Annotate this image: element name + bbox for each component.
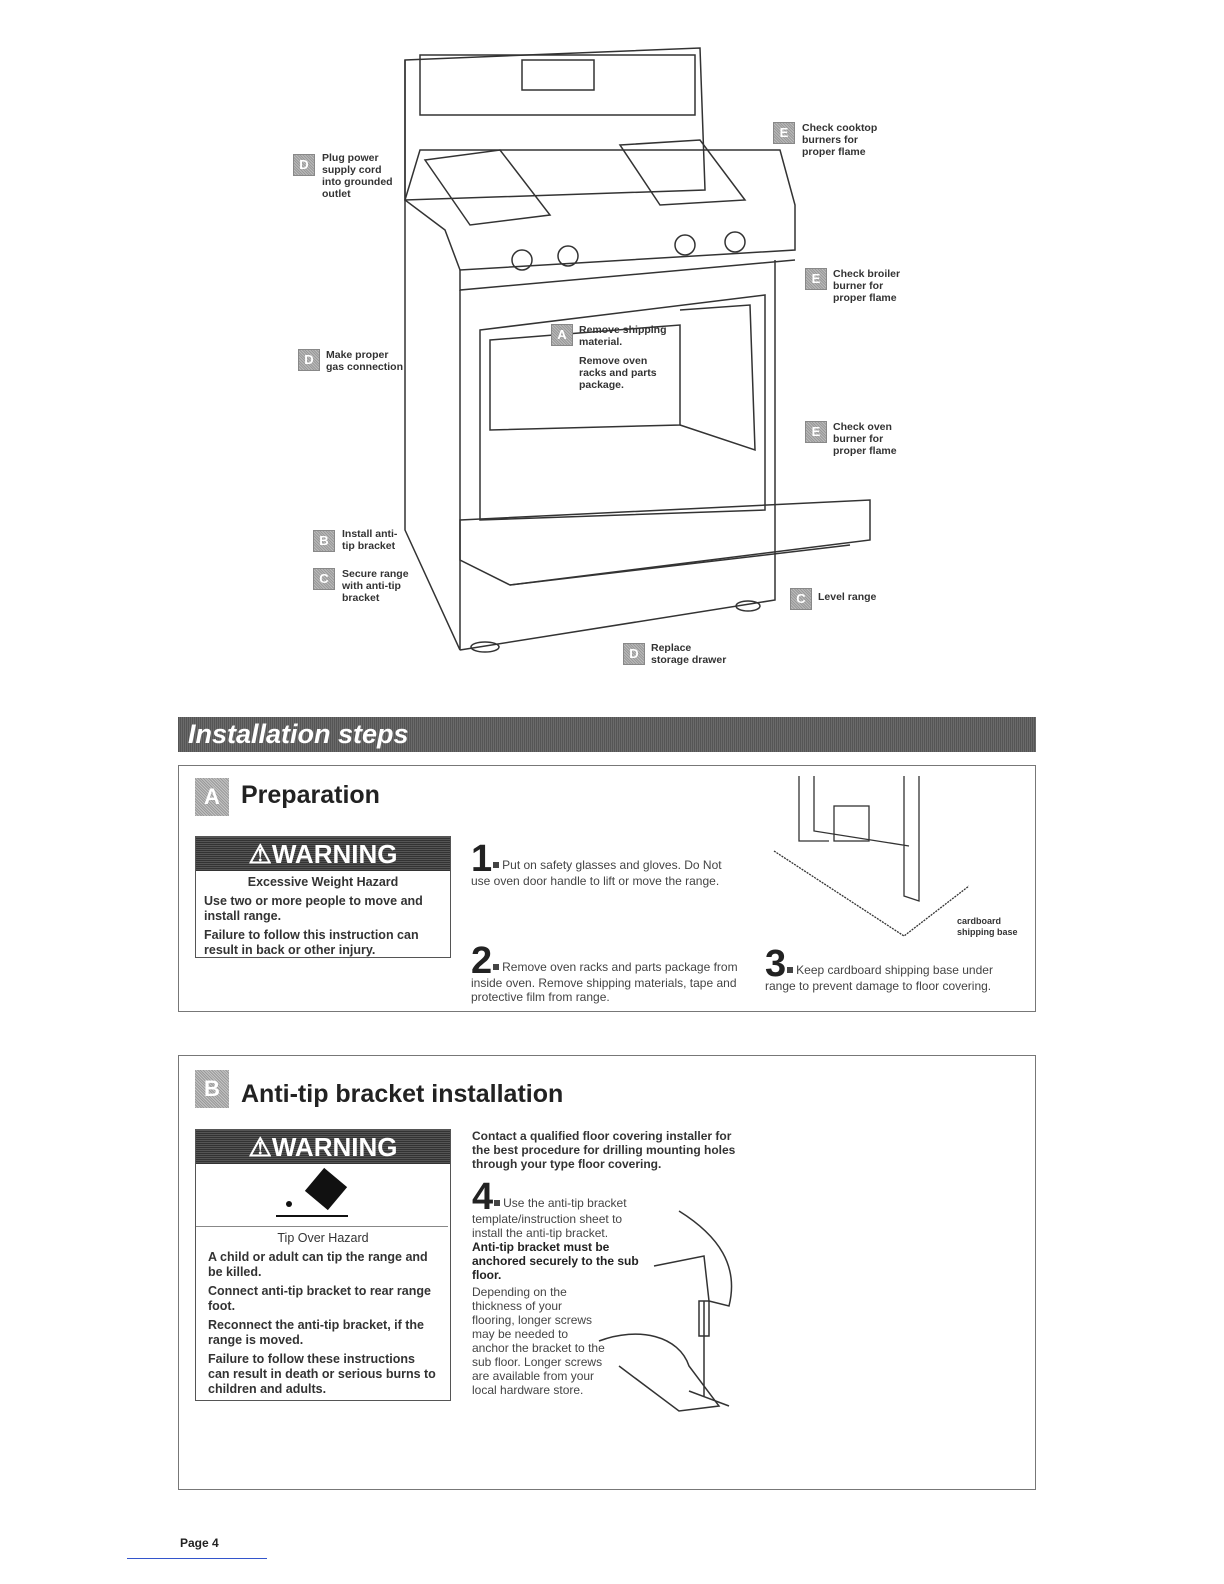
step-text: Remove oven racks and parts package from…: [471, 960, 738, 1004]
callout-badge: A: [551, 324, 573, 346]
warning-label: WARNING: [271, 839, 398, 869]
section-badge: A: [195, 778, 229, 816]
step-text: Put on safety glasses and gloves. Do Not…: [471, 858, 722, 888]
callout-badge: D: [623, 643, 645, 665]
warning-text: Failure to follow this instruction can r…: [204, 928, 419, 957]
callout-text: Secure range with anti-tip bracket: [342, 568, 409, 604]
warning-text: Use two or more people to move and insta…: [204, 894, 423, 923]
callout-badge: C: [790, 588, 812, 610]
callout-text: Replace storage drawer: [651, 642, 727, 666]
callout-text: Check oven burner for proper flame: [833, 421, 897, 457]
intro-text: Contact a qualified floor covering insta…: [472, 1129, 736, 1171]
callout-badge: E: [805, 421, 827, 443]
warning-text: Reconnect the anti-tip bracket, if the r…: [208, 1318, 425, 1347]
shipping-base-illustration: [773, 776, 969, 937]
step-extra-text: Depending on the thickness of your floor…: [472, 1285, 605, 1397]
step-text: Use the anti-tip bracket template/instru…: [472, 1196, 627, 1240]
callout-badge: D: [298, 349, 320, 371]
warning-box: ⚠WARNING Tip Over Hazard A child or adul…: [195, 1129, 451, 1401]
callout-badge: E: [773, 122, 795, 144]
callout-text: Plug power supply cord into grounded out…: [322, 152, 393, 200]
warning-text: A child or adult can tip the range and b…: [208, 1250, 428, 1279]
range-illustration: [404, 47, 871, 653]
hazard-title: Tip Over Hazard: [277, 1231, 369, 1245]
callout-text: Remove oven racks and parts package.: [579, 355, 657, 391]
section-badge: B: [195, 1070, 229, 1108]
callout-text: Check cooktop burners for proper flame: [802, 122, 878, 158]
callout-badge: E: [805, 268, 827, 290]
step-number: 1: [471, 838, 493, 880]
warning-triangle-icon: ⚠: [248, 1132, 272, 1162]
step-number: 2: [471, 940, 493, 982]
step-number: 4: [472, 1176, 494, 1218]
callout-text: Install anti- tip bracket: [342, 528, 398, 552]
page-number: Page 4: [180, 1536, 219, 1550]
callout-text: Make proper gas connection: [326, 349, 404, 373]
callout-text: Check broiler burner for proper flame: [833, 268, 901, 304]
warning-text: Connect anti-tip bracket to rear range f…: [208, 1284, 431, 1313]
warning-box: ⚠WARNING Excessive Weight Hazard Use two…: [195, 836, 451, 958]
callout-text: Remove shipping material.: [579, 324, 667, 348]
warning-triangle-icon: ⚠: [248, 839, 272, 869]
warning-text: Failure to follow these instructions can…: [208, 1352, 436, 1396]
section-anti-tip: B Anti-tip bracket installation ⚠WARNING…: [178, 1055, 1036, 1490]
hazard-title: Excessive Weight Hazard: [247, 875, 399, 889]
warning-header: ⚠WARNING: [196, 837, 450, 871]
section-title: Preparation: [241, 781, 380, 809]
footer-rule: [127, 1558, 267, 1559]
tip-over-icon: [196, 1167, 448, 1227]
cardboard-label: cardboard shipping base: [957, 916, 1018, 937]
step-number: 3: [765, 943, 787, 985]
installation-steps-banner: Installation steps: [178, 717, 1036, 752]
step-text: Keep cardboard shipping base under range…: [765, 963, 993, 993]
callout-badge: C: [313, 568, 335, 590]
section-title: Anti-tip bracket installation: [241, 1080, 564, 1108]
warning-label: WARNING: [271, 1132, 398, 1162]
warning-header: ⚠WARNING: [196, 1130, 450, 1164]
section-preparation: A Preparation ⚠WARNING Excessive Weight …: [178, 765, 1036, 1012]
step-bold-text: Anti-tip bracket must be anchored secure…: [472, 1240, 639, 1282]
callout-badge: D: [293, 154, 315, 176]
callout-badge: B: [313, 530, 335, 552]
callout-text: Level range: [818, 591, 877, 603]
drill-hands-illustration: [598, 1210, 733, 1412]
